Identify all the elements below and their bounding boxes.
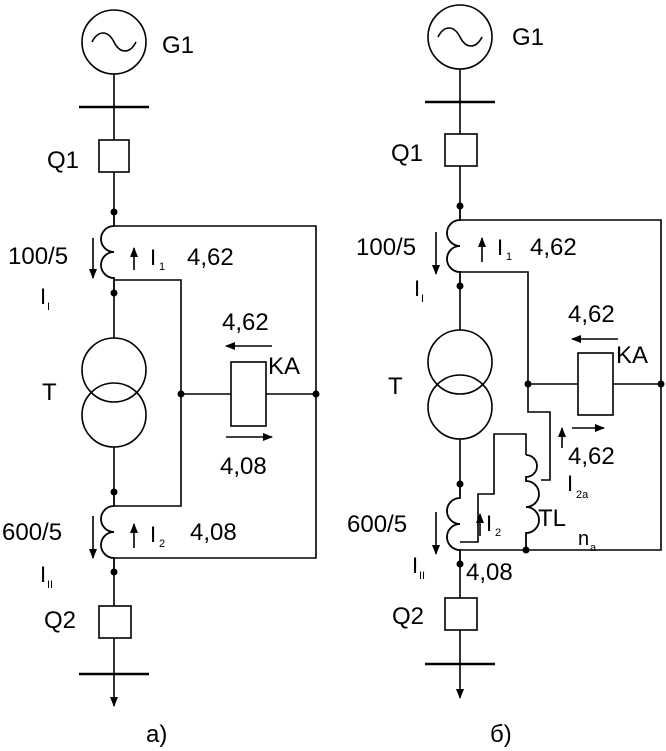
relay-bottom-value-a: 4,08 <box>220 453 267 480</box>
loop1-value-b: 4,62 <box>530 234 577 261</box>
loop1-current-sub-a: 1 <box>159 261 165 273</box>
ct2-ratio-b: 600/5 <box>347 511 407 538</box>
caption-a: а) <box>146 721 167 748</box>
breaker-q1-label-b: Q1 <box>391 140 423 167</box>
ct1-ratio-b: 100/5 <box>356 234 416 261</box>
transformer-label-b: T <box>388 373 403 400</box>
tl-out-value-b: 4,62 <box>568 443 615 470</box>
caption-b: б) <box>490 721 512 748</box>
relay-top-value-b: 4,62 <box>568 301 615 328</box>
ct1-current-sub-b: I <box>421 293 424 305</box>
loop2-value-b: 4,08 <box>466 559 513 586</box>
loop2-current-sub-b: 2 <box>495 527 501 539</box>
breaker-q1-a <box>98 139 130 173</box>
generator-g1-a <box>81 9 147 75</box>
ct1-ratio-a: 100/5 <box>8 243 68 270</box>
tl-coil-b <box>525 454 540 550</box>
generator-label-a: G1 <box>162 32 194 59</box>
ct2-current-label-a: I <box>40 562 46 587</box>
diagram-a: G1 Q1 100/5 I I I 1 4,62 KA 4,62 4,08 <box>2 9 320 748</box>
ct2-current-label-b: I <box>412 553 418 578</box>
loop1-current-b: I <box>497 235 503 260</box>
loop1-value-a: 4,62 <box>187 244 234 271</box>
relay-ka-label-b: KA <box>616 342 648 369</box>
ct1-coil-b <box>446 206 461 286</box>
ct2-ratio-a: 600/5 <box>2 519 62 546</box>
generator-g1-b <box>427 4 493 70</box>
relay-top-value-a: 4,62 <box>222 309 269 336</box>
ct2-current-sub-b: II <box>419 570 425 582</box>
breaker-q2-label-a: Q2 <box>44 607 76 634</box>
relay-ka-label-a: KA <box>268 353 300 380</box>
relay-ka-a <box>230 361 267 427</box>
generator-label-b: G1 <box>512 24 544 51</box>
ct1-current-label-a: I <box>40 284 46 309</box>
relay-ka-b <box>577 352 614 416</box>
loop2-value-a: 4,08 <box>190 519 237 546</box>
breaker-q1-b <box>444 133 478 167</box>
breaker-q2-b <box>444 597 478 631</box>
loop2-current-a: I <box>150 522 156 547</box>
ct1-coil-a <box>100 212 115 292</box>
ct1-current-label-b: I <box>414 276 420 301</box>
transformer-t-b <box>427 329 493 440</box>
ct1-current-sub-a: I <box>47 301 50 313</box>
loop1-current-a: I <box>150 245 156 270</box>
breaker-q2-label-b: Q2 <box>392 603 424 630</box>
ct2-coil-b <box>446 484 461 564</box>
diagram-b: G1 Q1 100/5 I I I 1 4,62 KA 4,62 <box>347 4 665 748</box>
tl-label-b: TL <box>538 505 566 532</box>
breaker-q1-label-a: Q1 <box>47 147 79 174</box>
ct2-coil-a <box>100 492 115 572</box>
tl-current-sub-b: 2a <box>576 489 589 501</box>
tl-current-b: I <box>567 471 573 496</box>
transformer-t-a <box>81 337 147 448</box>
tl-ratio-b: n <box>578 528 589 550</box>
loop2-current-sub-a: 2 <box>159 538 165 550</box>
loop1-current-sub-b: 1 <box>506 251 512 263</box>
breaker-q2-a <box>98 605 132 639</box>
tl-ratio-sub-b: a <box>590 542 597 554</box>
loop2-current-b: I <box>486 511 492 536</box>
ct2-current-sub-a: II <box>47 579 53 591</box>
transformer-label-a: T <box>42 379 57 406</box>
